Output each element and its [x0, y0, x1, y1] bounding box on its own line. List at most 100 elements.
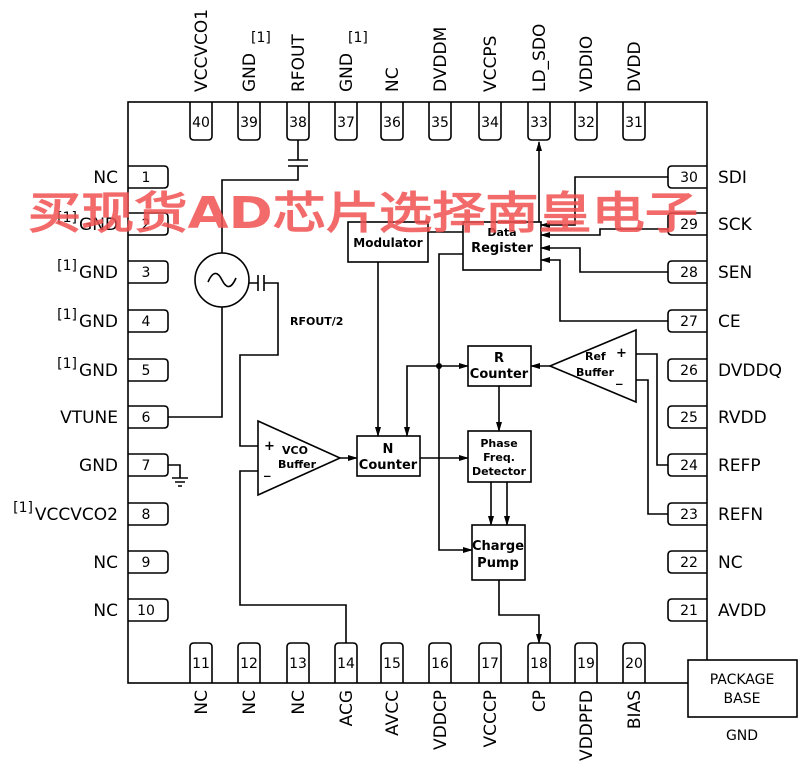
charge-pump — [471, 524, 526, 581]
pin-name: AVCC — [383, 690, 403, 736]
pin-number: 34 — [481, 115, 499, 131]
pin-name: CP — [530, 690, 550, 712]
pin-number: 35 — [431, 115, 449, 131]
ref-buffer-label: Buffer — [576, 366, 615, 379]
pfd-label: Freq. — [483, 451, 515, 464]
pin-name: REFN — [718, 505, 763, 525]
data-register-label: Data — [487, 226, 516, 239]
pin-name: NC — [289, 690, 309, 715]
pin-4 — [128, 309, 169, 333]
pfd-label: Detector — [472, 465, 527, 478]
pin-20 — [622, 642, 646, 683]
pin-31 — [622, 102, 646, 141]
pin-number: 8 — [142, 507, 151, 523]
pin-37 — [334, 102, 358, 141]
pin-number: 16 — [431, 656, 449, 672]
pin-15 — [380, 642, 404, 683]
pin-name: NC — [192, 690, 212, 715]
ref-buffer-label: Ref — [585, 350, 606, 363]
pin-number: 2 — [142, 217, 151, 233]
pin-name: VCCCP — [481, 690, 501, 748]
package-gnd-label: GND — [726, 728, 758, 744]
pin-17 — [478, 642, 502, 683]
pin-number: 23 — [680, 507, 698, 523]
data-register — [462, 221, 542, 271]
pin-number: 32 — [577, 115, 595, 131]
n-counter-label: Counter — [359, 458, 418, 473]
pin-name: REFP — [718, 456, 761, 476]
pin-number: 6 — [142, 410, 151, 426]
plus-sign: + — [264, 439, 275, 454]
pin-note: [1] — [57, 210, 77, 226]
pin-number: 30 — [680, 170, 698, 186]
pin-number: 14 — [337, 656, 355, 672]
pin-5 — [128, 358, 169, 382]
pin-name: RFOUT — [289, 34, 309, 92]
ref-buffer — [547, 328, 637, 404]
pin-number: 20 — [625, 656, 643, 672]
pin-number: 1 — [142, 170, 151, 186]
pin-name: RVDD — [718, 408, 767, 428]
pin-number: 25 — [680, 410, 698, 426]
pin-name: DVDD — [625, 41, 645, 92]
pin-name: NC — [93, 601, 118, 621]
pin-name: GND — [337, 53, 357, 92]
rfout2-label: RFOUT/2 — [290, 315, 343, 328]
pin-number: 27 — [680, 314, 698, 330]
pin-10 — [128, 598, 169, 622]
package-base — [687, 659, 798, 718]
pin-number: 31 — [625, 115, 643, 131]
charge-pump-label: Charge — [472, 539, 524, 554]
pin-number: 9 — [142, 555, 151, 571]
pin-34 — [478, 102, 502, 141]
phase-frequency-detector — [467, 430, 532, 483]
pin-19 — [574, 642, 598, 683]
pin-number: 18 — [530, 656, 548, 672]
pin-35 — [428, 102, 452, 141]
pin-name: GND — [79, 263, 118, 283]
vco-buffer-label: VCO — [282, 444, 308, 457]
pin-number: 17 — [481, 656, 499, 672]
pin-22 — [667, 550, 707, 574]
pin-number: 12 — [240, 656, 258, 672]
pin-21 — [667, 598, 707, 622]
pin-name: VCCVCO1 — [192, 9, 212, 92]
pin-name: GND — [79, 312, 118, 332]
pin-25 — [667, 405, 707, 429]
pin-32 — [574, 102, 598, 141]
pin-number: 3 — [142, 265, 151, 281]
pfd-label: Phase — [480, 437, 517, 450]
vco-buffer — [257, 419, 342, 497]
pin-number: 19 — [577, 656, 595, 672]
pin-12 — [237, 642, 261, 683]
pin-name: NC — [718, 553, 743, 573]
pin-name: SDI — [718, 168, 747, 188]
pin-name: VCCPS — [481, 36, 501, 92]
pin-39 — [237, 102, 261, 141]
pin-16 — [428, 642, 452, 683]
pin-name: VDDPFD — [577, 690, 597, 761]
pin-number: 5 — [142, 363, 151, 379]
r-counter-label: Counter — [470, 367, 529, 382]
vco-buffer-label: Buffer — [278, 458, 317, 471]
package-label: BASE — [724, 691, 761, 707]
pin-name: VCCVCO2 — [35, 505, 118, 525]
pin-name: SEN — [718, 263, 752, 283]
pin-number: 37 — [337, 115, 355, 131]
pin-name: NC — [93, 168, 118, 188]
pin-name: GND — [79, 361, 118, 381]
pin-36 — [380, 102, 404, 141]
pin-name: NC — [383, 67, 403, 92]
pin-note: [1] — [13, 500, 33, 516]
pin-name: SCK — [718, 215, 753, 235]
pin-number: 22 — [680, 555, 698, 571]
pin-9 — [128, 550, 169, 574]
pin-number: 28 — [680, 265, 698, 281]
pin-2 — [128, 212, 169, 236]
pin-29 — [667, 212, 707, 236]
minus-sign: _ — [264, 463, 271, 478]
pin-name: VTUNE — [60, 408, 118, 428]
r-counter-label: R — [494, 351, 504, 366]
pin-number: 40 — [192, 115, 210, 131]
